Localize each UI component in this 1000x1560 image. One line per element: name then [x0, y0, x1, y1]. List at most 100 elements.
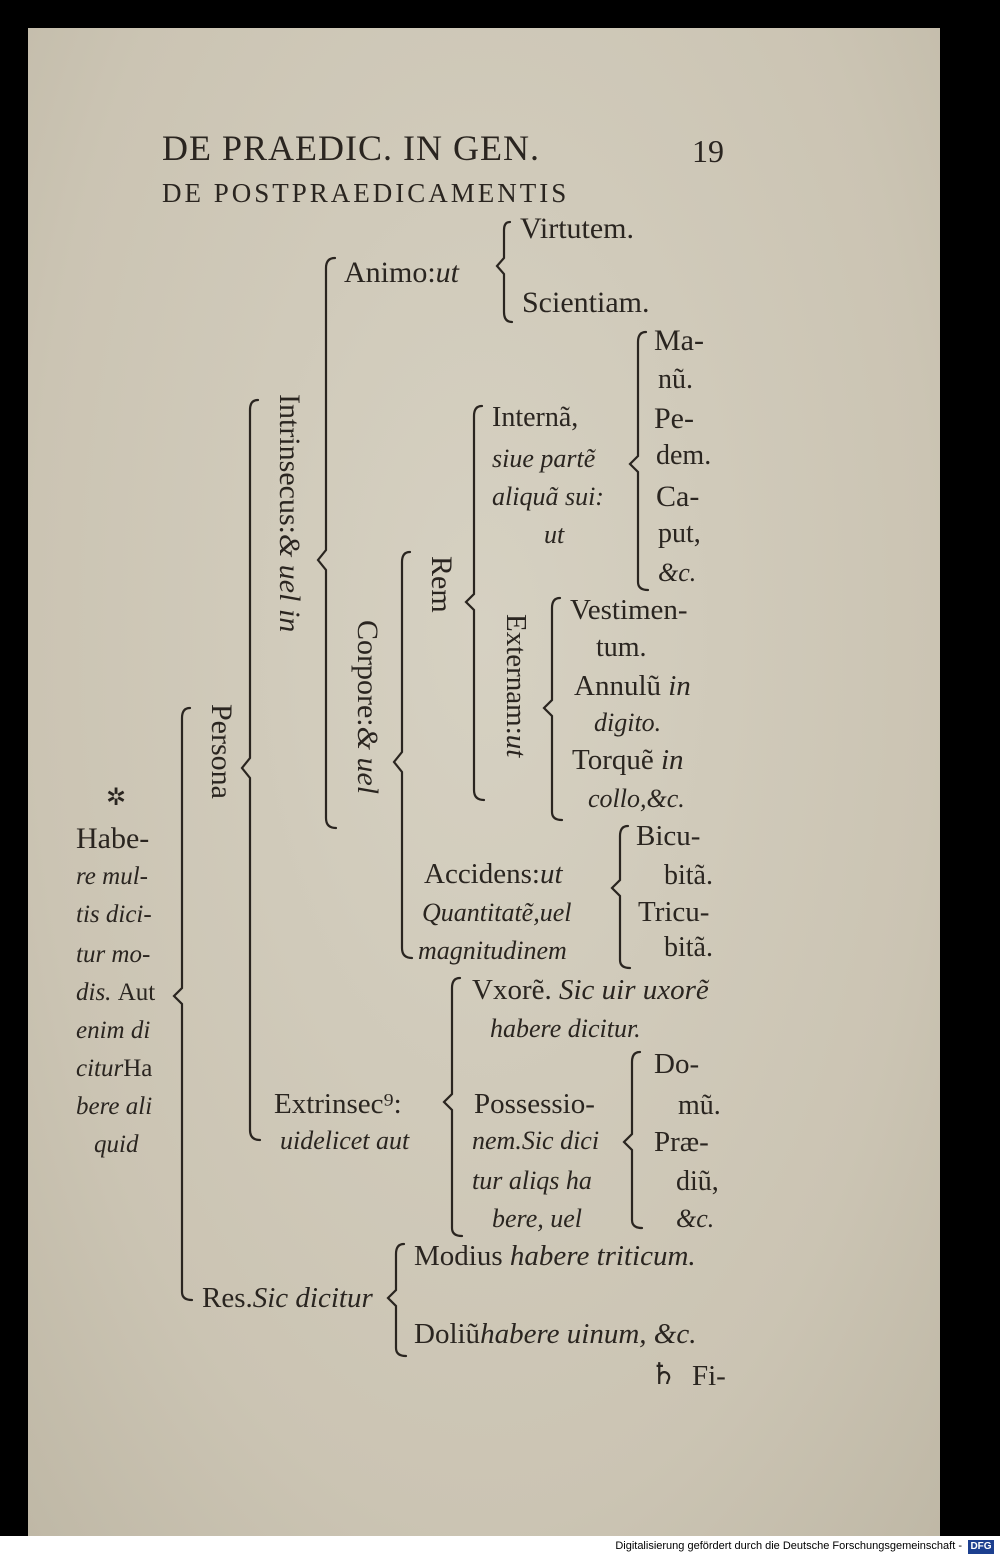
node-intrinsecus: Intrinsecus:& uel in [273, 394, 306, 633]
brace-persona [240, 398, 262, 1142]
node-ca: Ca- [656, 480, 700, 513]
node-internam: Internã, [492, 402, 579, 433]
node-accidens-ut: ut [539, 858, 563, 890]
node-ma: Ma- [654, 324, 704, 357]
dfg-logo: DFG [968, 1540, 994, 1554]
brace-res [386, 1242, 408, 1358]
node-accidens: Accidens:ut [424, 860, 563, 889]
page-number: 19 [692, 133, 724, 169]
node-doliu-label: Doliũ [414, 1318, 481, 1350]
margin-line: bere ali [76, 1093, 153, 1120]
brace-manum [628, 330, 650, 592]
brace-internam [464, 404, 486, 802]
margin-line: Habe- [76, 822, 150, 855]
node-annulu: Annulũ in [574, 672, 691, 701]
node-num: nũ. [658, 364, 693, 395]
brace-extrinsecus [442, 976, 464, 1238]
margin-dis: dis. [76, 979, 112, 1006]
node-collo: collo,&c. [588, 784, 685, 813]
node-etc-1: &c. [658, 558, 697, 587]
margin-line: tur mo- [76, 941, 151, 968]
node-etc-2: &c. [676, 1204, 715, 1233]
node-scientiam: Scientiam. [522, 286, 650, 319]
brace-intrinsecus [316, 256, 338, 830]
node-do: Do- [654, 1048, 700, 1080]
margin-line: dis. Aut [76, 980, 155, 1005]
node-quantitate: Quantitatẽ,uel [422, 898, 572, 927]
catchword-mark: ♄ [650, 1358, 677, 1391]
node-vxore-label: Vxorẽ. [472, 974, 552, 1006]
node-rem: Rem [425, 556, 458, 613]
node-persona: Persona [205, 704, 238, 799]
brace-bicubitam [610, 824, 632, 970]
node-externam-ut: ut [500, 734, 532, 758]
node-possessio: Possessio- [474, 1088, 595, 1120]
brace-animo [495, 220, 514, 324]
node-nem-sic: nem.Sic dici [472, 1126, 600, 1155]
margin-mark: ✲ [106, 785, 127, 811]
node-tum: tum. [596, 632, 647, 663]
node-bere-uel: bere, uel [492, 1204, 582, 1233]
node-corpore-it: & uel [351, 726, 384, 795]
node-mu: mũ. [678, 1090, 721, 1121]
catchword: Fi- [692, 1360, 726, 1392]
node-sic-dicitur: Sic dicitur [252, 1282, 373, 1314]
node-dem: dem. [656, 440, 712, 471]
section-title: DE POSTPRAEDICAMENTIS [162, 178, 570, 208]
node-vxore: Vxorẽ. Sic uir uxorẽ [472, 976, 709, 1005]
node-bita-2: bitã. [664, 932, 713, 963]
node-intrinsecus-it: & uel in [273, 533, 306, 633]
node-bicu: Bicu- [636, 820, 701, 852]
node-res: Res.Sic dicitur [202, 1284, 373, 1313]
node-extrinsec: Extrinsec⁹: [274, 1088, 402, 1120]
node-pe: Pe- [654, 402, 694, 435]
node-externam: Externam:ut [500, 614, 532, 758]
brace-rem [392, 550, 414, 960]
margin-line: citurHa [76, 1056, 152, 1081]
node-modius: Modius habere triticum. [414, 1242, 696, 1271]
node-habere-triticum: habere triticum. [509, 1240, 696, 1272]
node-annulu-label: Annulũ [574, 670, 661, 702]
node-sic-uir: Sic uir uxorẽ [558, 974, 709, 1006]
node-habere-uinum: habere uinum, &c. [480, 1318, 697, 1350]
node-intrinsecus-label: Intrinsecus: [273, 394, 306, 534]
margin-line: enim di [76, 1017, 151, 1044]
brace-vestimentum [542, 596, 564, 822]
book-page [28, 28, 940, 1536]
node-torque-label: Torquẽ [572, 744, 654, 776]
running-head: DE PRAEDIC. IN GEN. [162, 128, 540, 168]
node-tricu: Tricu- [638, 896, 710, 928]
margin-aut: Aut [117, 979, 156, 1006]
node-in-1: in [668, 670, 691, 702]
node-res-label: Res. [202, 1282, 253, 1314]
node-doliu: Doliũhabere uinum, &c. [414, 1320, 696, 1349]
node-accidens-label: Accidens: [424, 858, 540, 890]
footer-text: Digitalisierung gefördert durch die Deut… [615, 1540, 962, 1552]
node-diu: diũ, [676, 1166, 719, 1197]
node-corpore: Corpore:& uel [351, 620, 384, 795]
node-bita-1: bitã. [664, 860, 713, 891]
brace-habere [172, 706, 194, 1302]
node-virtutem: Virtutem. [520, 212, 635, 245]
node-animo: Animo:ut [344, 258, 459, 288]
node-animo-label: Animo: [344, 256, 436, 289]
node-animo-ut: ut [435, 256, 460, 289]
margin-ha: Ha [123, 1055, 153, 1082]
node-torque: Torquẽ in [572, 746, 684, 775]
node-uidelicet: uidelicet aut [280, 1126, 410, 1155]
margin-line: tis dici- [76, 901, 152, 928]
node-internam-ut: ut [544, 520, 565, 549]
node-aliquam-sui: aliquã sui: [492, 482, 604, 511]
footer-bar: Digitalisierung gefördert durch die Deut… [0, 1536, 1000, 1560]
node-magnitudinem: magnitudinem [418, 936, 567, 965]
node-corpore-label: Corpore: [351, 620, 384, 727]
node-externam-label: Externam: [500, 614, 532, 735]
node-tur-aliqs: tur aliqs ha [472, 1166, 592, 1195]
node-vestimen: Vestimen- [570, 594, 688, 626]
node-habere-dicitur: habere dicitur. [490, 1014, 641, 1043]
margin-citur: citur [76, 1055, 124, 1082]
margin-line: re mul- [76, 863, 148, 890]
node-in-2: in [660, 744, 684, 776]
node-siue-parte: siue partẽ [492, 444, 596, 473]
